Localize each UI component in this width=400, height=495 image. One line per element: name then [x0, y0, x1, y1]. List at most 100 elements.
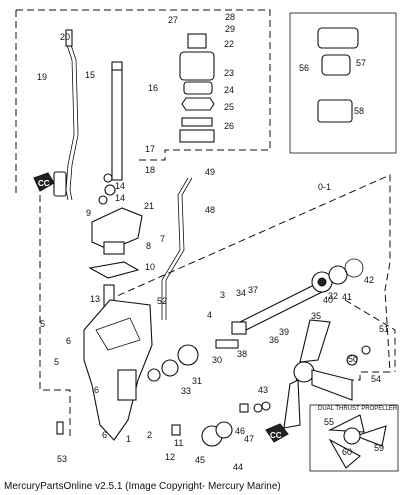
callout-number: 5 — [40, 319, 45, 329]
cc-stamp-upper: CC — [33, 172, 55, 192]
callout-number: 31 — [192, 376, 202, 386]
callout-number: 26 — [224, 121, 234, 131]
pump-gasket — [181, 117, 213, 127]
callout-number: 58 — [354, 106, 364, 116]
callout-number: 1 — [126, 434, 131, 444]
callout-number: 24 — [224, 85, 234, 95]
callout-number: 56 — [299, 63, 309, 73]
bearing-carrier — [328, 265, 348, 285]
callout-number: 30 — [212, 355, 222, 365]
callout-number: 40 — [323, 295, 333, 305]
shift-bracket — [91, 207, 143, 251]
callout-number: 60 — [342, 447, 352, 457]
callout-number: 18 — [145, 165, 155, 175]
callout-number: 9 — [86, 208, 91, 218]
callout-number: 47 — [244, 434, 254, 444]
callout-number: 13 — [90, 294, 100, 304]
callout-number: 39 — [279, 327, 289, 337]
shift-rod — [65, 44, 75, 201]
impeller — [181, 97, 215, 111]
screw-11 — [171, 424, 181, 436]
gearcase-group-boundary — [107, 174, 391, 381]
forward-gear — [177, 344, 199, 366]
callout-number: 7 — [160, 234, 165, 244]
clutch — [215, 339, 239, 349]
callout-number: 11 — [174, 438, 183, 448]
callout-number: 22 — [224, 39, 234, 49]
callout-number: 59 — [374, 443, 384, 453]
pump-face-plate — [179, 129, 215, 143]
callout-number: 42 — [364, 275, 374, 285]
callout-number: 54 — [371, 374, 381, 384]
inset-caption: DUAL THRUST PROPELLER — [318, 406, 398, 412]
callout-number: 2 — [147, 430, 152, 440]
propeller — [283, 319, 353, 429]
callout-number: 20 — [60, 32, 70, 42]
callout-number: 38 — [237, 349, 247, 359]
callout-number: 8 — [146, 241, 151, 251]
dual-thrust-propeller-box — [309, 404, 399, 472]
callout-number: 29 — [225, 24, 235, 34]
callout-number: 6 — [94, 385, 99, 395]
callout-number: 35 — [311, 311, 321, 321]
callout-number: 17 — [145, 144, 155, 154]
callout-number: 6 — [66, 336, 71, 346]
o-ring — [344, 258, 364, 278]
callout-number: 19 — [37, 72, 47, 82]
callout-number: 3 — [220, 290, 225, 300]
callout-number: 15 — [85, 70, 95, 80]
screw-54 — [56, 421, 64, 435]
callout-number: 49 — [205, 167, 215, 177]
callout-number: 27 — [168, 15, 178, 25]
pump-kit-housing — [321, 54, 351, 76]
callout-number: 51 — [379, 324, 389, 334]
callout-number: 14 — [115, 181, 125, 191]
callout-number: 32 — [328, 291, 338, 301]
shift-rod-knob — [65, 29, 73, 47]
oil-seal-plate — [88, 261, 140, 279]
callout-number: 53 — [57, 454, 67, 464]
pump-kit-plate — [317, 99, 353, 123]
callout-number: 45 — [195, 455, 205, 465]
callout-number: 36 — [269, 335, 279, 345]
svg-text:CC: CC — [270, 431, 282, 440]
callout-number: 14 — [115, 193, 125, 203]
callout-number: 6 — [102, 430, 107, 440]
callout-number: 33 — [181, 386, 191, 396]
propeller-nut — [346, 354, 358, 366]
callout-number: 44 — [233, 462, 243, 472]
callout-number: 57 — [356, 58, 366, 68]
washer — [103, 173, 113, 183]
callout-number: 41 — [342, 292, 352, 302]
callout-number: 46 — [235, 426, 245, 436]
propeller-group-boundary — [344, 299, 396, 372]
water-pump-housing — [179, 51, 215, 81]
exploded-view-drawing: DUAL THRUST PROPELLER CC — [15, 9, 399, 472]
water-pump-kit-box — [289, 12, 397, 154]
callout-number: 34 — [236, 288, 246, 298]
driveshaft — [111, 64, 123, 181]
dual-thrust-propeller — [327, 414, 387, 469]
callout-number: 55 — [324, 417, 334, 427]
cc-stamp-lower: CC — [265, 423, 289, 443]
callout-number: 12 — [165, 452, 175, 462]
callout-number: 4 — [207, 310, 212, 320]
callout-number: 50 — [348, 354, 358, 364]
assembly-label: 0-1 — [318, 182, 331, 192]
copyright-caption: MercuryPartsOnline v2.5.1 (Image Copyrig… — [4, 481, 281, 492]
callout-number: 10 — [145, 262, 155, 272]
callout-number: 52 — [157, 296, 167, 306]
callout-number: 16 — [148, 83, 158, 93]
callout-number: 43 — [258, 385, 268, 395]
callout-number: 23 — [224, 68, 234, 78]
seal-sleeve — [53, 171, 67, 197]
callout-number: 37 — [248, 285, 258, 295]
callout-number: 28 — [225, 12, 235, 22]
svg-text:CC: CC — [38, 179, 50, 188]
callout-number: 5 — [54, 357, 59, 367]
upper-group-boundary — [15, 9, 271, 440]
pump-insert — [183, 81, 213, 95]
callout-number: 21 — [144, 201, 154, 211]
